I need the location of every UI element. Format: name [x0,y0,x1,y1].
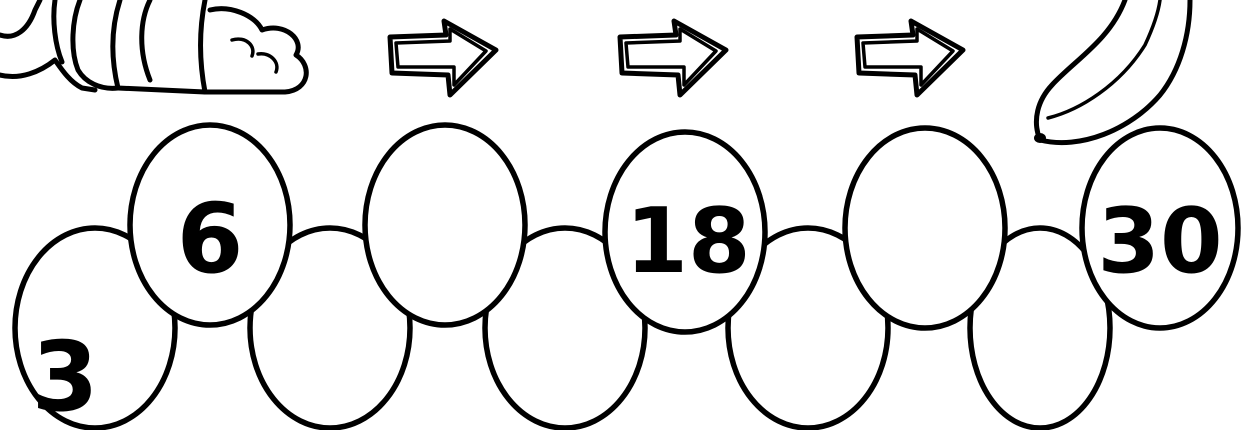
sequence-value-10: 30 [1097,189,1222,294]
sequence-circle-3[interactable] [247,225,413,430]
sequence-circle-1 [12,225,178,430]
sequence-value-2: 6 [177,183,244,295]
arrow-right-icon [854,18,966,98]
sequence-circle-5[interactable] [482,225,648,430]
sequence-circle-10 [1079,125,1241,331]
banana-icon [1034,0,1193,146]
sequence-value-1: 3 [32,321,99,430]
sequence-circle-2 [127,122,293,328]
arrow-right-icon [617,18,729,98]
sequence-circle-8[interactable] [842,125,1008,331]
sequence-circle-9[interactable] [967,225,1113,430]
sequence-circle-4[interactable] [362,122,528,328]
sequence-circle-7[interactable] [725,225,891,430]
sequence-value-6: 18 [625,189,750,294]
monkey-icon [0,0,309,95]
sequence-ovals [12,122,1241,430]
sequence-circle-6 [602,129,768,335]
arrow-right-icon [387,18,499,98]
